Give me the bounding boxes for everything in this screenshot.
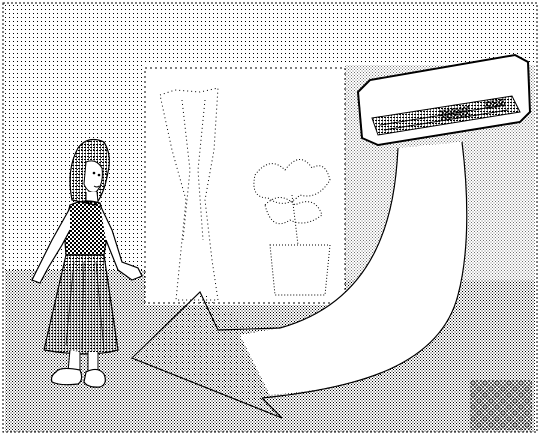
floor-shadow	[470, 380, 532, 430]
window-area	[145, 68, 345, 303]
wall-top	[5, 5, 535, 65]
